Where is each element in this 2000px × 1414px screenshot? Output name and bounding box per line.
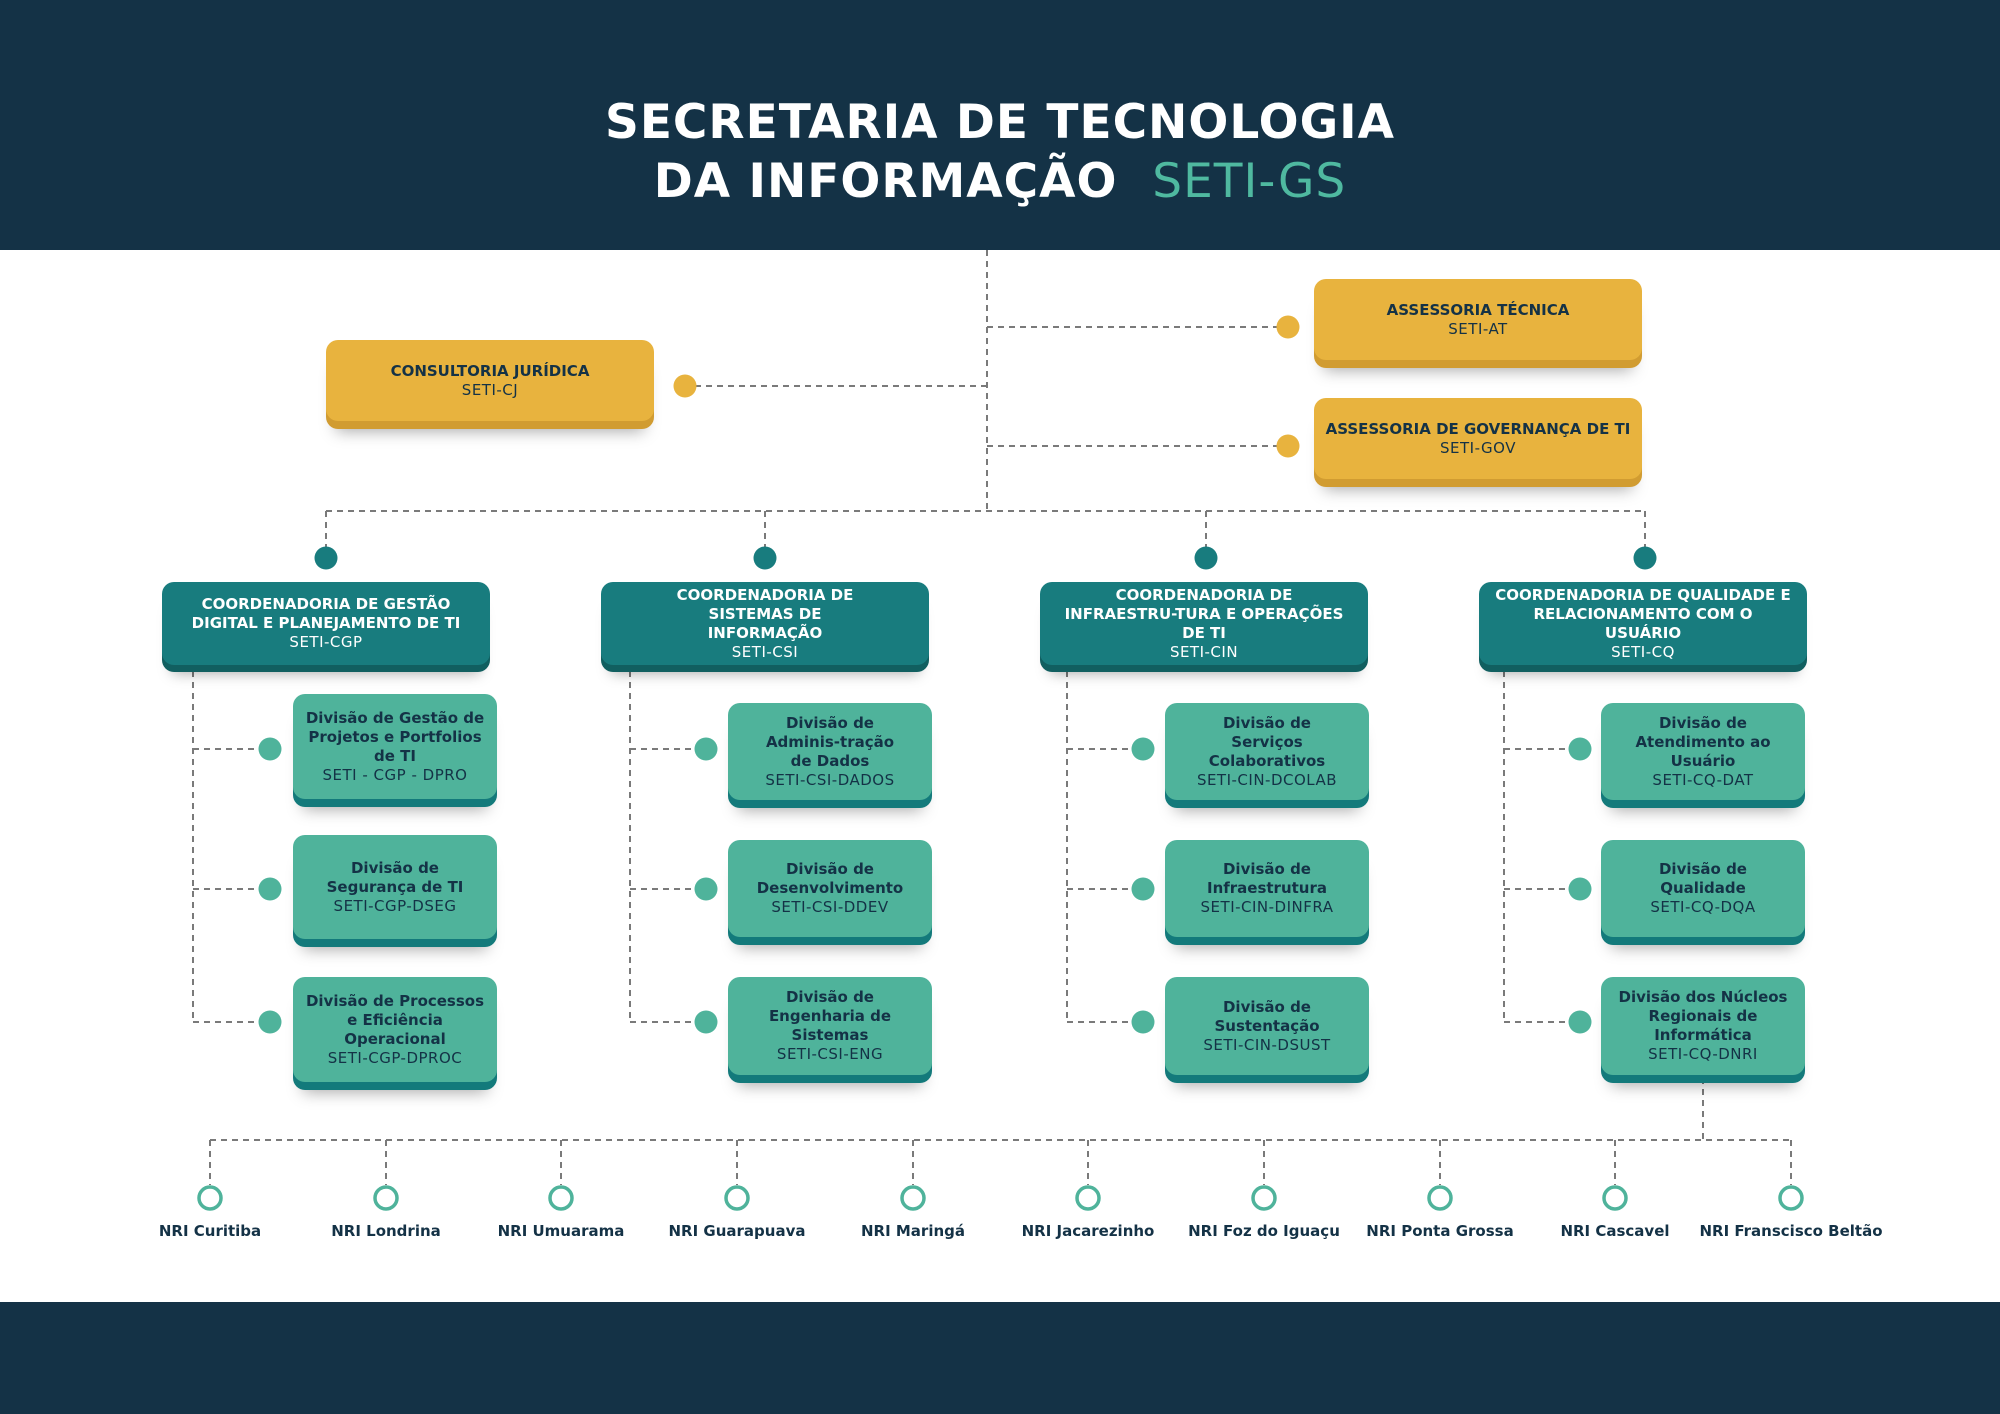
box-code: SETI-CQ-DAT	[1652, 770, 1754, 789]
box-assessoria-tecnica[interactable]: ASSESSORIA TÉCNICA SETI-AT	[1314, 279, 1642, 360]
nri-rings	[197, 1185, 1804, 1211]
box-title: Divisão de Qualidade	[1658, 860, 1747, 897]
box-divisao-cin-dinfra[interactable]: Divisão de Infraestrutura SETI-CIN-DINFR…	[1165, 840, 1369, 937]
box-title: CONSULTORIA JURÍDICA	[390, 361, 590, 380]
coordination-connector-dots	[314, 546, 1657, 570]
box-title: ASSESSORIA DE GOVERNANÇA DE TI	[1325, 419, 1631, 438]
box-code: SETI-CIN	[1169, 642, 1239, 661]
box-title: Divisão de Adminis-tração de Dados	[765, 713, 895, 770]
nri-label-londrina: NRI Londrina	[331, 1222, 441, 1240]
box-code: SETI-CSI-DDEV	[771, 898, 889, 916]
box-title: Divisão de Segurança de TI	[326, 858, 464, 896]
nri-label-curitiba: NRI Curitiba	[158, 1222, 262, 1240]
box-code: SETI-CSI	[731, 642, 799, 661]
box-assessoria-governanca[interactable]: ASSESSORIA DE GOVERNANÇA DE TI SETI-GOV	[1314, 398, 1642, 479]
nri-label-guarapuava: NRI Guarapuava	[668, 1222, 806, 1240]
box-title: Divisão de Processos e Eficiência Operac…	[305, 991, 485, 1048]
division-connector-dots	[258, 737, 1592, 1034]
box-code: SETI-CGP-DPROC	[327, 1048, 463, 1067]
nri-label-cascavel: NRI Cascavel	[1560, 1222, 1670, 1240]
header-banner	[0, 0, 2000, 250]
box-title: Divisão de Atendimento ao Usuário	[1635, 713, 1771, 770]
box-divisao-cin-dsust[interactable]: Divisão de Sustentação SETI-CIN-DSUST	[1165, 977, 1369, 1075]
nri-label-francisco-beltao: NRI Franscisco Beltão	[1699, 1222, 1883, 1240]
box-divisao-cq-dnri[interactable]: Divisão dos Núcleos Regionais de Informá…	[1601, 977, 1805, 1075]
box-title: Divisão de Sustentação	[1214, 997, 1320, 1035]
box-code: SETI-CSI-ENG	[776, 1045, 884, 1063]
box-divisao-cgp-dseg[interactable]: Divisão de Segurança de TI SETI-CGP-DSEG	[293, 835, 497, 939]
box-title: Divisão de Desenvolvimento	[756, 860, 904, 897]
box-code: SETI-CQ-DNRI	[1648, 1045, 1758, 1063]
page-title-code: SETI-GS	[1152, 154, 1347, 209]
box-title: Divisão dos Núcleos Regionais de Informá…	[1618, 988, 1788, 1044]
box-code: SETI-CJ	[461, 380, 519, 399]
box-coordenadoria-cgp[interactable]: COORDENADORIA DE GESTÃO DIGITAL E PLANEJ…	[162, 582, 490, 665]
box-coordenadoria-cin[interactable]: COORDENADORIA DE INFRAESTRU-TURA E OPERA…	[1040, 582, 1368, 665]
box-code: SETI-CIN-DCOLAB	[1196, 770, 1338, 789]
box-title: Divisão de Engenharia de Sistemas	[768, 988, 892, 1044]
box-code: SETI-CGP	[289, 633, 363, 651]
box-divisao-cq-dqa[interactable]: Divisão de Qualidade SETI-CQ-DQA	[1601, 840, 1805, 937]
footer-banner	[0, 1302, 2000, 1414]
advisory-connector-dots	[673, 315, 1300, 458]
page-title-line2: DA INFORMAÇÃO SETI-GS	[0, 154, 2000, 210]
box-code: SETI-CGP-DSEG	[333, 896, 457, 915]
box-divisao-cin-dcolab[interactable]: Divisão de Serviços Colaborativos SETI-C…	[1165, 703, 1369, 800]
box-divisao-cgp-dproc[interactable]: Divisão de Processos e Eficiência Operac…	[293, 977, 497, 1082]
nri-label-umuarama: NRI Umuarama	[497, 1222, 625, 1240]
box-title: ASSESSORIA TÉCNICA	[1386, 300, 1570, 319]
box-divisao-csi-ddev[interactable]: Divisão de Desenvolvimento SETI-CSI-DDEV	[728, 840, 932, 937]
box-title: Divisão de Infraestrutura	[1206, 860, 1328, 897]
page-title-line1: SECRETARIA DE TECNOLOGIA	[604, 95, 1396, 150]
box-divisao-csi-eng[interactable]: Divisão de Engenharia de Sistemas SETI-C…	[728, 977, 932, 1075]
nri-label-jacarezinho: NRI Jacarezinho	[1021, 1222, 1155, 1240]
box-code: SETI-CIN-DINFRA	[1200, 898, 1334, 916]
box-code: SETI-GOV	[1440, 438, 1516, 457]
nri-label-maringa: NRI Maringá	[860, 1222, 966, 1240]
box-title: COORDENADORIA DE GESTÃO DIGITAL E PLANEJ…	[191, 595, 461, 632]
box-title: COORDENADORIA DE SISTEMAS DE INFORMAÇÃO	[676, 585, 854, 642]
box-code: SETI-CSI-DADOS	[765, 770, 895, 789]
nri-label-foz-do-iguacu: NRI Foz do Iguaçu	[1188, 1222, 1340, 1240]
nri-label-ponta-grossa: NRI Ponta Grossa	[1366, 1222, 1514, 1240]
box-title: Divisão de Serviços Colaborativos	[1208, 713, 1326, 770]
box-code: SETI-CQ-DQA	[1650, 898, 1756, 916]
box-code: SETI-CIN-DSUST	[1203, 1035, 1331, 1054]
box-title: COORDENADORIA DE QUALIDADE E RELACIONAME…	[1495, 585, 1791, 642]
box-divisao-cq-dat[interactable]: Divisão de Atendimento ao Usuário SETI-C…	[1601, 703, 1805, 800]
box-title: COORDENADORIA DE INFRAESTRU-TURA E OPERA…	[1064, 585, 1344, 642]
page-title-main: DA INFORMAÇÃO	[653, 154, 1118, 209]
box-consultoria-juridica[interactable]: CONSULTORIA JURÍDICA SETI-CJ	[326, 340, 654, 421]
box-code: SETI-CQ	[1611, 642, 1675, 661]
box-coordenadoria-cq[interactable]: COORDENADORIA DE QUALIDADE E RELACIONAME…	[1479, 582, 1807, 665]
box-title: Divisão de Gestão de Projetos e Portfoli…	[305, 708, 485, 765]
box-code: SETI-AT	[1448, 319, 1508, 338]
box-divisao-csi-dados[interactable]: Divisão de Adminis-tração de Dados SETI-…	[728, 703, 932, 800]
box-divisao-cgp-dpro[interactable]: Divisão de Gestão de Projetos e Portfoli…	[293, 694, 497, 799]
box-code: SETI - CGP - DPRO	[322, 765, 468, 784]
box-coordenadoria-csi[interactable]: COORDENADORIA DE SISTEMAS DE INFORMAÇÃO …	[601, 582, 929, 665]
